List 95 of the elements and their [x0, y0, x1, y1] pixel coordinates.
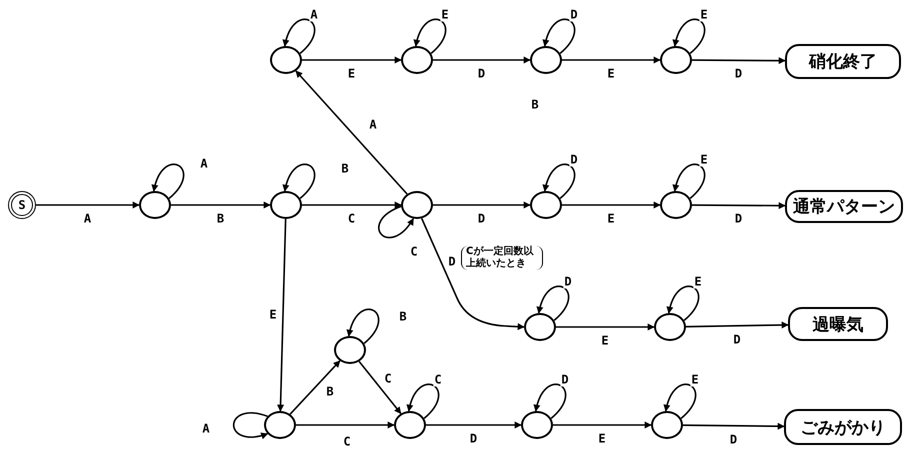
edge-label: B: [398, 310, 408, 324]
loop-arrow: [347, 308, 380, 344]
edge-label: D: [560, 374, 570, 386]
arrow: [562, 202, 661, 208]
edge-label: E: [699, 154, 709, 166]
arrow: [686, 322, 789, 328]
state-circle: [270, 46, 302, 74]
loop-arrow: [543, 18, 576, 54]
state-circle: [524, 313, 556, 341]
state-circle: [139, 191, 171, 219]
start-state: S: [8, 191, 36, 219]
arrow: [290, 360, 340, 415]
loop-arrow: [414, 18, 446, 54]
edge-label: D: [569, 8, 579, 22]
loop-arrow: [378, 206, 414, 238]
state-circle: [401, 191, 433, 219]
edge-label: D: [447, 256, 457, 268]
state-circle: [401, 46, 433, 74]
loop-arrow: [537, 286, 570, 321]
arrow: [302, 202, 402, 208]
condition-note: Cが一定回数以上続いたとき: [461, 246, 543, 270]
loop-arrow: [534, 384, 566, 419]
arrow: [426, 422, 522, 428]
edge-label: A: [309, 8, 319, 22]
edge-label: E: [268, 308, 278, 322]
edge-label: E: [597, 432, 607, 446]
edge-label: D: [468, 432, 478, 446]
result-box: 硝化終了: [785, 44, 901, 78]
edge-label: C: [342, 436, 352, 448]
arrow: [296, 422, 395, 428]
result-box: 通常パターン: [785, 190, 903, 222]
edge-label: E: [693, 276, 703, 288]
edge-label: A: [82, 212, 92, 226]
edge-label: E: [600, 334, 610, 348]
loop-arrow: [543, 164, 576, 199]
edge-label: E: [606, 68, 616, 80]
state-circle: [521, 411, 553, 439]
edge-label: E: [606, 212, 616, 226]
loop-arrow: [673, 18, 706, 54]
arrow: [556, 324, 655, 330]
state-circle: [660, 191, 692, 219]
edge-label: E: [440, 8, 450, 22]
edge-label: A: [199, 158, 209, 170]
result-box: 過曝気: [788, 307, 888, 341]
arrow: [302, 56, 402, 64]
loop-arrow: [283, 18, 316, 54]
arrow: [358, 360, 402, 414]
symbol-label: B: [530, 98, 540, 112]
arrow: [420, 218, 525, 330]
edge-label: C: [346, 212, 356, 226]
loop-arrow: [152, 164, 184, 199]
arrow: [692, 202, 786, 210]
edge-label: E: [690, 374, 700, 386]
arrow: [277, 218, 286, 412]
state-circle: [660, 46, 692, 74]
loop-arrow: [667, 286, 700, 321]
loop-arrow: [283, 164, 316, 199]
edge-label: A: [201, 422, 211, 436]
edge-label: E: [346, 68, 356, 80]
edge-label: D: [476, 212, 486, 226]
arrow: [433, 202, 531, 208]
state-circle: [394, 411, 426, 439]
state-circle: [651, 411, 683, 439]
arrow: [562, 56, 661, 64]
arrow: [682, 422, 785, 430]
edge-label: C: [433, 374, 443, 386]
edge-label: B: [325, 386, 335, 398]
edge-label: D: [728, 433, 738, 446]
state-circle: [270, 191, 302, 219]
result-box: ごみがかり: [784, 409, 902, 445]
edge-label: D: [563, 276, 573, 288]
loop-arrow: [664, 384, 696, 419]
edge-label: C: [383, 372, 393, 386]
edge-label: C: [409, 246, 419, 258]
loop-arrow: [407, 384, 440, 419]
edge-label: D: [569, 154, 579, 166]
edge-label: B: [216, 212, 226, 226]
state-circle: [530, 191, 562, 219]
edge-label: D: [732, 333, 742, 346]
arrow: [553, 422, 652, 428]
arrow: [36, 202, 140, 208]
state-circle: [654, 313, 686, 341]
arrow: [295, 70, 408, 195]
arrow: [692, 57, 786, 64]
state-circle: [530, 46, 562, 74]
arrow: [171, 202, 271, 208]
state-circle: [334, 336, 366, 364]
edge-label: E: [699, 8, 709, 22]
loop-arrow: [673, 164, 706, 199]
state-circle: [264, 411, 296, 439]
arrow: [433, 56, 531, 64]
loop-arrow: [232, 412, 268, 439]
edge-label: B: [340, 162, 350, 176]
edge-label: A: [368, 118, 378, 132]
edge-label: D: [476, 68, 486, 80]
